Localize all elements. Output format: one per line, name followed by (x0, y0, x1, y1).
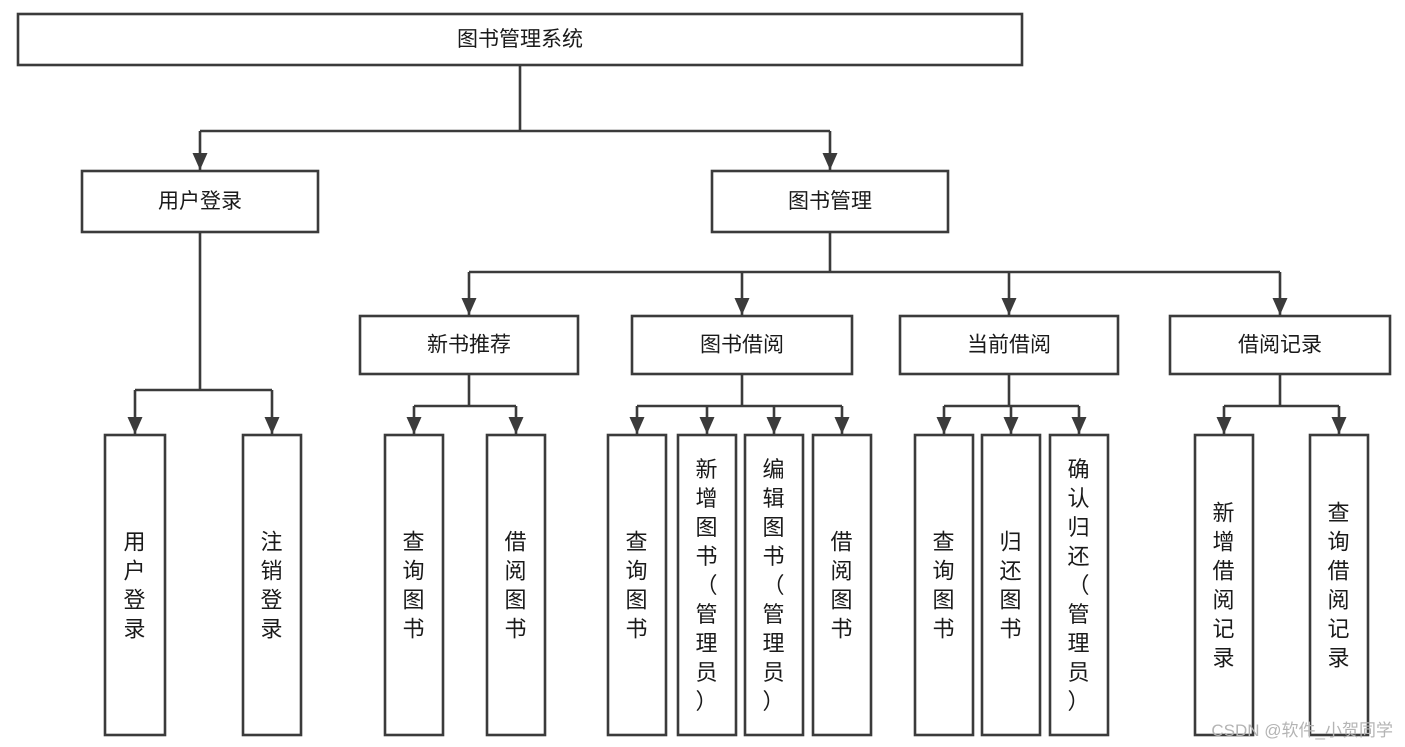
node-label: 归还图书 (999, 529, 1022, 641)
node-box (241, 433, 303, 737)
node-label: 借阅记录 (1238, 334, 1322, 357)
arrow-head-icon (1331, 417, 1347, 434)
edges-login-to-leaves (127, 232, 280, 434)
node-leaf-6[interactable]: 编辑图书（管理员） (743, 433, 805, 737)
node-box (1308, 433, 1370, 737)
node-box (630, 314, 854, 376)
node-leaf-2[interactable]: 查询图书 (383, 433, 445, 737)
arrow-head-icon (822, 153, 838, 170)
node-box (1193, 433, 1255, 737)
node-box (358, 314, 580, 376)
node-label: 借阅图书 (830, 529, 853, 641)
arrow-head-icon (734, 298, 750, 315)
node-label: 确认归还（管理员） (1067, 457, 1090, 714)
arrow-head-icon (461, 298, 477, 315)
edges-1-to-leaves (629, 374, 850, 434)
node-label: 查询图书 (932, 529, 955, 641)
node-box (16, 12, 1024, 67)
node-leaf-0[interactable]: 用户登录 (103, 433, 167, 737)
node-leaf-11[interactable]: 新增借阅记录 (1193, 433, 1255, 737)
node-leaf-3[interactable]: 借阅图书 (485, 433, 547, 737)
arrow-head-icon (936, 417, 952, 434)
node-box (1168, 314, 1392, 376)
node-leaf-1[interactable]: 注销登录 (241, 433, 303, 737)
node-label: 新书推荐 (427, 334, 511, 357)
arrow-head-icon (629, 417, 645, 434)
node-leaf-12[interactable]: 查询借阅记录 (1308, 433, 1370, 737)
node-leaf-10[interactable]: 确认归还（管理员） (1048, 433, 1110, 737)
node-level1-0[interactable]: 用户登录 (80, 169, 320, 234)
arrow-head-icon (508, 417, 524, 434)
node-box (383, 433, 445, 737)
arrow-head-icon (1216, 417, 1232, 434)
node-label: 图书借阅 (700, 334, 784, 357)
node-box (811, 433, 873, 737)
node-label: 图书管理 (788, 190, 872, 213)
edges-management-to-level2 (461, 232, 1288, 315)
node-label: 新增借阅记录 (1212, 500, 1235, 670)
edges-3-to-leaves (1216, 374, 1347, 434)
node-leaf-8[interactable]: 查询图书 (913, 433, 975, 737)
node-leaf-5[interactable]: 新增图书（管理员） (676, 433, 738, 737)
node-root-0[interactable]: 图书管理系统 (16, 12, 1024, 67)
node-box (485, 433, 547, 737)
arrow-head-icon (1001, 298, 1017, 315)
node-box (606, 433, 668, 737)
node-label: 新增图书（管理员） (695, 457, 718, 714)
arrow-head-icon (406, 417, 422, 434)
node-label: 借阅图书 (504, 529, 527, 641)
arrow-head-icon (834, 417, 850, 434)
arrow-head-icon (766, 417, 782, 434)
node-box (1048, 433, 1110, 737)
node-leaf-4[interactable]: 查询图书 (606, 433, 668, 737)
node-box (710, 169, 950, 234)
node-box (898, 314, 1120, 376)
connectors-layer (127, 65, 1347, 434)
node-leaf-9[interactable]: 归还图书 (980, 433, 1042, 737)
arrow-head-icon (1003, 417, 1019, 434)
node-box (676, 433, 738, 737)
node-level2-1[interactable]: 图书借阅 (630, 314, 854, 376)
node-label: 图书管理系统 (457, 28, 583, 51)
node-box (80, 169, 320, 234)
node-label: 用户登录 (158, 190, 242, 213)
node-label: 查询图书 (625, 529, 648, 641)
node-box (913, 433, 975, 737)
nodes-layer: 图书管理系统用户登录图书管理新书推荐图书借阅当前借阅借阅记录用户登录注销登录查询… (16, 12, 1392, 737)
arrow-head-icon (264, 417, 280, 434)
arrow-head-icon (1272, 298, 1288, 315)
edges-root-to-level1 (192, 65, 838, 170)
node-level2-0[interactable]: 新书推荐 (358, 314, 580, 376)
arrow-head-icon (127, 417, 143, 434)
node-label: 编辑图书（管理员） (762, 457, 785, 714)
node-leaf-7[interactable]: 借阅图书 (811, 433, 873, 737)
arrow-head-icon (1071, 417, 1087, 434)
edges-0-to-leaves (406, 374, 524, 434)
node-box (743, 433, 805, 737)
edges-2-to-leaves (936, 374, 1087, 434)
node-label: 当前借阅 (967, 334, 1051, 357)
node-level2-3[interactable]: 借阅记录 (1168, 314, 1392, 376)
node-label: 查询借阅记录 (1327, 500, 1350, 670)
node-level2-2[interactable]: 当前借阅 (898, 314, 1120, 376)
node-label: 注销登录 (260, 529, 283, 641)
node-label: 查询图书 (402, 529, 425, 641)
node-label: 用户登录 (123, 529, 146, 641)
node-box (103, 433, 167, 737)
arrow-head-icon (192, 153, 208, 170)
node-box (980, 433, 1042, 737)
node-level1-1[interactable]: 图书管理 (710, 169, 950, 234)
arrow-head-icon (699, 417, 715, 434)
